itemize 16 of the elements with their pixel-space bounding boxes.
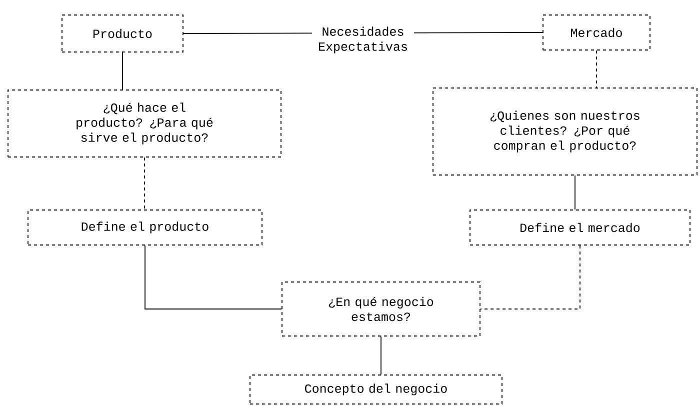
- edge-label: Necesidades Expectativas: [312, 26, 414, 54]
- connector-line: [144, 245, 282, 310]
- process-box: Producto: [62, 14, 184, 52]
- process-box: Mercado: [542, 14, 650, 50]
- process-box: ¿Quienes son nuestros clientes? ¿Por qué compran el producto?: [432, 88, 698, 176]
- process-box: Define el producto: [28, 210, 262, 246]
- process-box: Define el mercado: [470, 210, 690, 246]
- connector-line: [480, 245, 580, 310]
- connector-line: [122, 52, 123, 90]
- connector-line: [596, 50, 597, 88]
- process-box: Concepto del negocio: [250, 374, 502, 404]
- connector-line: [144, 157, 145, 210]
- process-box: ¿Qué hace el producto? ¿Para qué sirve el producto?: [8, 90, 282, 158]
- connector-line: [380, 336, 382, 375]
- process-box: ¿En qué negocio estamos?: [282, 282, 480, 336]
- connector-line: [574, 175, 576, 210]
